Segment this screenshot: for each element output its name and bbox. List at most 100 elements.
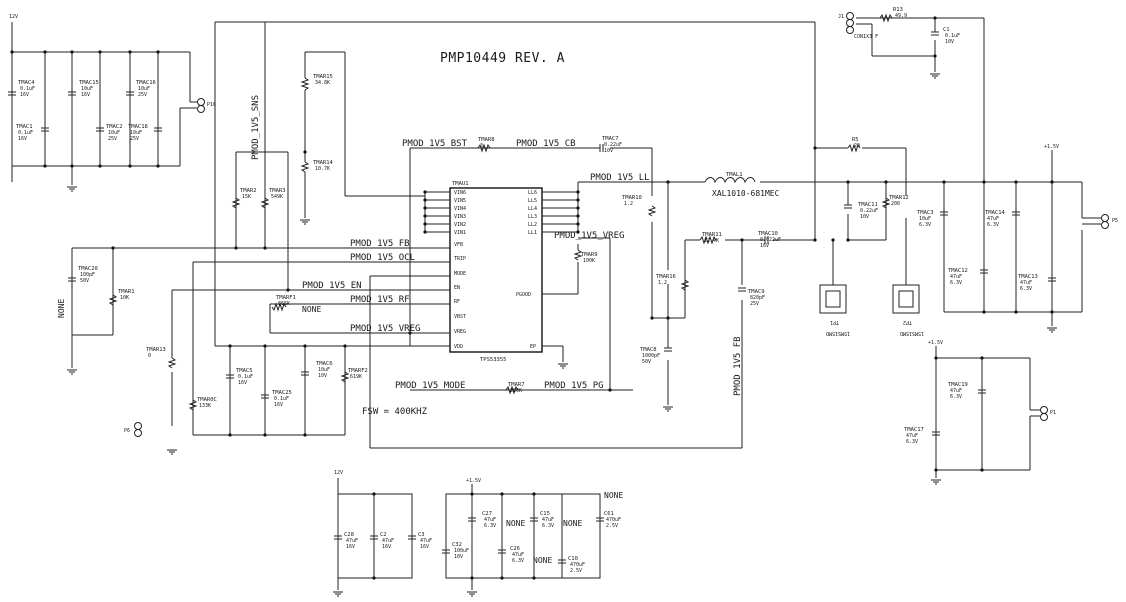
component-ref: C15 xyxy=(540,511,550,517)
pin-ll2: LL2 xyxy=(528,222,537,228)
component-value: 47uF xyxy=(420,538,432,544)
c61-none: NONE xyxy=(604,491,623,500)
net-mode: PMOD_1V5_MODE xyxy=(395,381,465,391)
component-value: 10.7K xyxy=(315,166,330,172)
component-value: 0.1uF xyxy=(945,33,960,39)
component-value: 133K xyxy=(199,403,211,409)
component-value: 10V xyxy=(945,39,954,45)
testpoints xyxy=(819,284,920,314)
tmac20-none: NONE xyxy=(57,299,66,318)
component-ref: TMAC18 xyxy=(128,124,148,130)
p15v-bottom-power: +1.5V xyxy=(466,478,481,484)
ic-part: TPS53355 xyxy=(480,357,507,363)
pin-vin1: VIN1 xyxy=(454,230,466,236)
component-value: 50V xyxy=(642,359,651,365)
component-value: 10V xyxy=(604,148,613,154)
fsw-note: FSW = 400KHZ xyxy=(362,407,428,417)
component-value: 0.1uF xyxy=(238,374,253,380)
capacitor-symbols xyxy=(68,144,852,399)
component-ref: TMAC7 xyxy=(602,136,619,142)
pin-vbst: VBST xyxy=(454,314,466,320)
tmarf1-none: NONE xyxy=(302,305,321,314)
component-ref: C10 xyxy=(568,556,578,562)
component-value: 10K xyxy=(120,295,129,301)
component-value: 1.2 xyxy=(624,201,633,207)
component-value: 34.8K xyxy=(315,80,330,86)
tp2-footprint: 15MS15MD xyxy=(900,330,924,336)
tp1-label: TP1 xyxy=(830,319,839,325)
component-value: 16V xyxy=(81,92,90,98)
pin-vin2: VIN2 xyxy=(454,222,466,228)
component-ref: TMAR16 xyxy=(656,274,676,280)
pin-vin5: VIN5 xyxy=(454,198,466,204)
component-value: 6.3V xyxy=(484,523,496,529)
component-value: 1.2 xyxy=(658,280,667,286)
component-ref: TMAR15 xyxy=(313,74,333,80)
component-ref: TMAR11 xyxy=(702,232,722,238)
component-value: 47uF xyxy=(987,216,999,222)
conn-p16: P16 xyxy=(207,102,216,108)
net-ll: PMOD_1V5_LL xyxy=(590,173,650,183)
component-ref: TMAC15 xyxy=(79,80,99,86)
component-value: 16V xyxy=(382,544,391,550)
component-ref: TMAL1 xyxy=(726,172,743,178)
component-value: 6.3V xyxy=(1020,286,1032,292)
component-ref: TMAR7 xyxy=(508,382,525,388)
component-ref: R5 xyxy=(852,137,859,143)
conn-p6: P6 xyxy=(124,428,130,434)
component-ref: R13 xyxy=(893,7,903,13)
component-value: 12.4K xyxy=(704,238,719,244)
component-value: 200K xyxy=(510,388,522,394)
component-value: 866K xyxy=(278,301,290,307)
conn-p5: P5 xyxy=(1112,218,1118,224)
component-ref: TMAC11 xyxy=(858,202,878,208)
c15-none: NONE xyxy=(533,556,552,565)
c26-none: NONE xyxy=(506,519,525,528)
net-ocl: PMOD_1V5_OCL xyxy=(350,253,415,263)
pin-ll1: LL1 xyxy=(528,230,537,236)
component-ref: TMAC2 xyxy=(106,124,123,130)
component-ref: TMAC17 xyxy=(904,427,924,433)
component-value: 100pF xyxy=(80,272,95,278)
component-value: 20 xyxy=(854,143,860,149)
component-value: 6.3V xyxy=(987,222,999,228)
component-value: 10uF xyxy=(108,130,120,136)
pin-ep: EP xyxy=(530,344,536,350)
component-value: 619K xyxy=(350,374,362,380)
component-ref: TMAR14 xyxy=(313,160,334,166)
component-ref: TMAR8 xyxy=(478,137,495,143)
pin-ll4: LL4 xyxy=(528,206,537,212)
component-value: 549K xyxy=(271,194,283,200)
component-value: 0.22uF xyxy=(604,142,622,148)
component-ref: TMAR2 xyxy=(240,188,257,194)
component-value: 6.3V xyxy=(542,523,554,529)
component-value: 820pF xyxy=(750,295,765,301)
component-ref: TMAC13 xyxy=(1018,274,1038,280)
component-ref: TMAR10 xyxy=(622,195,642,201)
net-sns: PMOD_1V5_SNS xyxy=(251,95,261,160)
pin-vfb: VFB xyxy=(454,242,463,248)
pin-vin6: VIN6 xyxy=(454,190,466,196)
pin-vin3: VIN3 xyxy=(454,214,466,220)
component-value: 15K xyxy=(242,194,251,200)
tp2-label: TP2 xyxy=(903,319,912,325)
component-value: 3 xyxy=(480,143,483,149)
component-ref: TMAC1 xyxy=(16,124,33,130)
component-value: 100uF xyxy=(454,548,469,554)
component-value: 47uF xyxy=(382,538,394,544)
component-value: 10V xyxy=(454,554,463,560)
